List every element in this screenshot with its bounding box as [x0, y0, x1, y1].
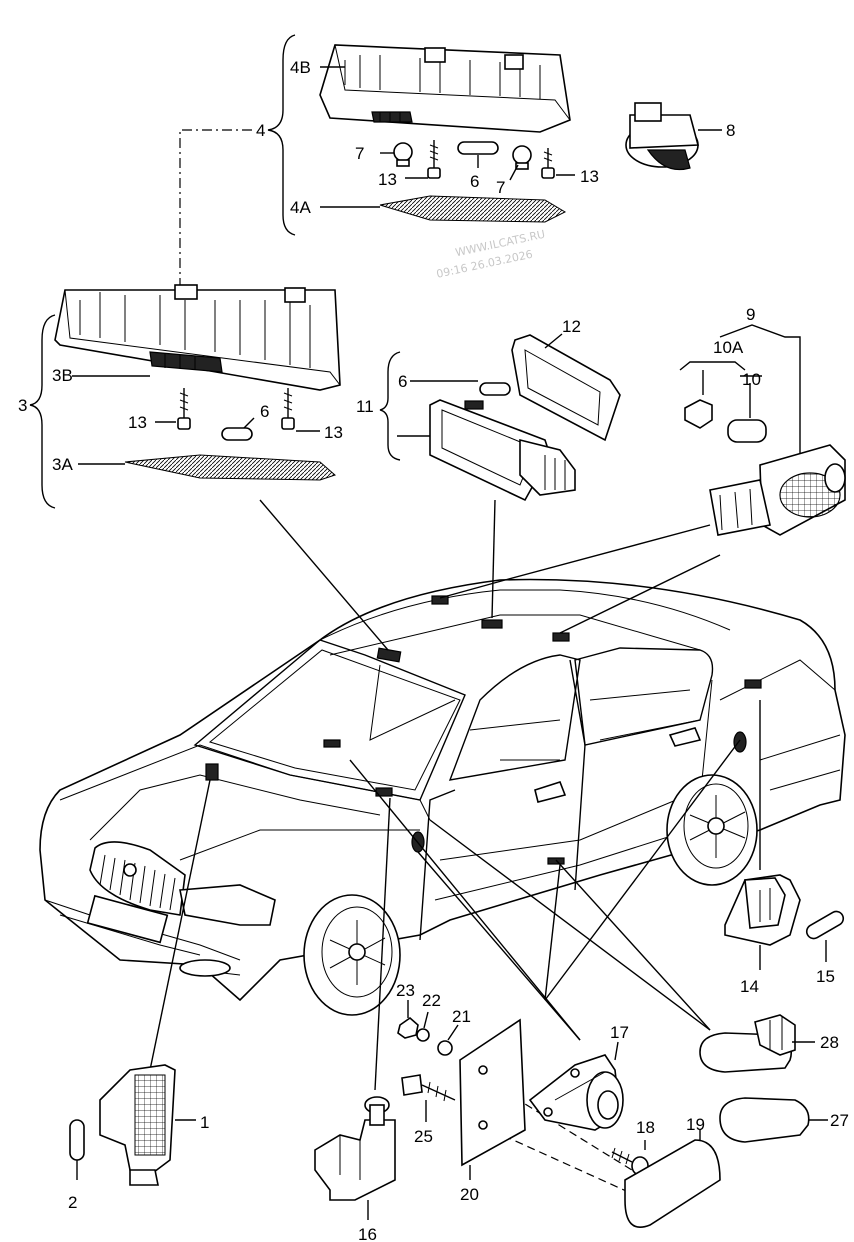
label-7-right: 7	[496, 178, 505, 197]
label-13-upper-left: 13	[378, 170, 397, 189]
label-6-front: 6	[260, 402, 269, 421]
part-22-washer	[416, 1028, 430, 1042]
part-3b-housing	[54, 289, 341, 391]
part-21-washer	[437, 1040, 453, 1056]
part-10a-socket	[684, 399, 713, 429]
callout-labels: 1 2 3 3A 3B 4 4A 4B 6 6 6 7 7 8 9 10 10A…	[18, 58, 849, 1242]
part-13-screw-upper-left	[427, 140, 441, 179]
label-25: 25	[414, 1127, 433, 1146]
part-13-screw-lower-right	[281, 388, 295, 430]
part-23-nut	[397, 1016, 419, 1039]
part-2-bulb	[69, 1119, 85, 1180]
part-6-bulb-rear	[479, 382, 511, 396]
label-13-lower-left: 13	[128, 413, 147, 432]
part-16-switch	[314, 1096, 396, 1220]
part-4-assembly	[267, 34, 575, 236]
part-1-lamp	[99, 1064, 196, 1186]
label-28: 28	[820, 1033, 839, 1052]
label-3b: 3B	[52, 366, 73, 385]
label-10: 10	[742, 370, 761, 389]
part-15-bulb	[805, 910, 845, 962]
rear-door-window	[574, 647, 714, 746]
part-12-frame	[511, 334, 621, 442]
label-27: 27	[830, 1111, 849, 1130]
part-19-lens	[624, 1130, 721, 1228]
label-1: 1	[200, 1113, 209, 1132]
label-7-left: 7	[355, 144, 364, 163]
part-9-assembly	[679, 324, 846, 536]
part-10-bulb	[727, 419, 767, 443]
label-8: 8	[726, 121, 735, 140]
label-6-rear: 6	[398, 372, 407, 391]
car-body	[39, 578, 846, 1016]
label-4: 4	[256, 121, 265, 140]
label-4b: 4B	[290, 58, 311, 77]
part-28-lamp	[699, 1014, 815, 1073]
part-13-screw-upper-right	[541, 148, 555, 179]
label-20: 20	[460, 1185, 479, 1204]
part-7-bulb-right	[512, 145, 532, 165]
part-11-assembly	[379, 333, 621, 502]
label-19: 19	[686, 1115, 705, 1134]
part-20-plate	[459, 1018, 526, 1167]
label-3a: 3A	[52, 455, 73, 474]
label-6-upper: 6	[470, 172, 479, 191]
part-6-bulb-front	[221, 427, 253, 441]
part-6-bulb-upper	[457, 141, 499, 155]
label-18: 18	[636, 1118, 655, 1137]
part-25-bolt	[401, 1074, 456, 1102]
part-8-light	[625, 102, 722, 171]
part-3a-lens	[124, 454, 336, 481]
watermark: WWW.ILCATS.RU 09:16 26.03.2026	[435, 228, 546, 281]
label-21: 21	[452, 1007, 471, 1026]
label-23: 23	[396, 981, 415, 1000]
label-13-upper-right: 13	[580, 167, 599, 186]
part-13-screw-lower-left	[177, 388, 191, 430]
label-14: 14	[740, 977, 759, 996]
label-10a: 10A	[713, 338, 744, 357]
part-17-lamp	[528, 1041, 624, 1131]
label-2: 2	[68, 1193, 77, 1212]
label-9: 9	[746, 305, 755, 324]
part-27-lens	[719, 1097, 828, 1143]
label-13-lower-right: 13	[324, 423, 343, 442]
part-14-lamp	[724, 874, 801, 970]
part-7-bulb-left	[393, 142, 413, 162]
label-16: 16	[358, 1225, 377, 1242]
label-15: 15	[816, 967, 835, 986]
label-4a: 4A	[290, 198, 311, 217]
label-17: 17	[610, 1023, 629, 1042]
label-12: 12	[562, 317, 581, 336]
label-3: 3	[18, 396, 27, 415]
part-3-assembly	[29, 284, 341, 509]
part-4a-lens	[379, 195, 567, 223]
label-11: 11	[356, 397, 374, 416]
label-22: 22	[422, 991, 441, 1010]
front-door-window	[448, 654, 581, 781]
parts-20-25-mount	[397, 1000, 526, 1180]
headlight	[179, 884, 276, 926]
license-plate	[86, 894, 169, 944]
